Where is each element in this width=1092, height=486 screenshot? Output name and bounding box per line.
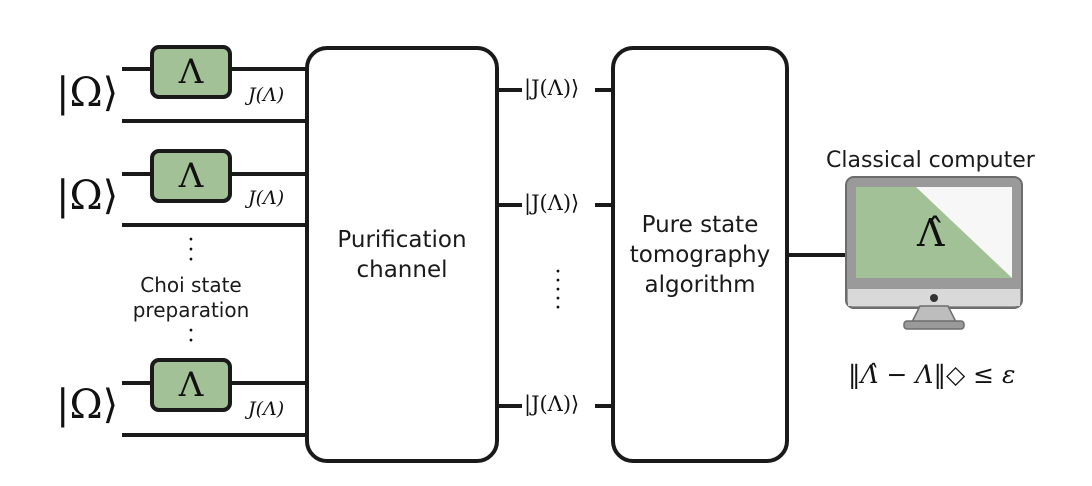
classical-computer-title: Classical computer	[826, 148, 1035, 173]
error-bound-label: ‖Λ̂ − Λ‖◇ ≤ ε	[848, 360, 1016, 389]
choi-output-label: J(Λ)	[248, 398, 285, 420]
purification-channel-label: Purification channel	[337, 226, 467, 283]
monitor-base	[903, 320, 965, 330]
vertical-ellipsis: ·····	[554, 260, 562, 321]
purified-state-label: |J(Λ)⟩	[524, 392, 580, 416]
purification-channel-box: Purification channel	[305, 46, 499, 463]
purified-state-label: |J(Λ)⟩	[524, 191, 580, 215]
purified-state-label: |J(Λ)⟩	[524, 76, 580, 100]
omega-state-label: |Ω⟩	[56, 70, 119, 116]
monitor-stand	[910, 305, 958, 323]
screen-green-area	[856, 187, 1012, 278]
vertical-ellipsis: ··	[187, 319, 195, 354]
computer-icon	[845, 176, 1023, 330]
channel-box: Λ	[150, 358, 232, 412]
estimated-channel-symbol: Λ̂	[917, 211, 945, 255]
omega-state-label: |Ω⟩	[56, 173, 119, 219]
tomography-box: Pure state tomography algorithm	[611, 46, 789, 463]
tomography-label: Pure state tomography algorithm	[629, 211, 771, 298]
power-led	[930, 294, 938, 302]
choi-preparation-caption: Choi state preparation	[132, 273, 250, 322]
channel-box: Λ	[150, 45, 232, 99]
vertical-ellipsis: ···	[187, 228, 195, 273]
channel-box: Λ	[150, 149, 232, 203]
omega-state-label: |Ω⟩	[56, 382, 119, 428]
choi-output-label: J(Λ)	[248, 187, 285, 209]
choi-output-label: J(Λ)	[248, 84, 285, 106]
